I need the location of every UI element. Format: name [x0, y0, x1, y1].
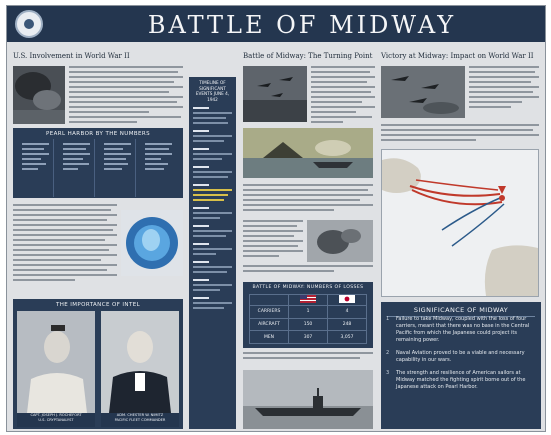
- globe-graphic: [121, 210, 183, 276]
- right-intro-text: [469, 66, 539, 118]
- battle-map-graphic: [382, 150, 538, 296]
- middle-intro-text: [311, 66, 375, 126]
- middle-body-text: [243, 184, 373, 218]
- middle-side-text: [243, 220, 303, 264]
- significance-text: The strength and resilience of American …: [396, 370, 526, 390]
- bullet-icon: 1: [386, 316, 390, 322]
- nimitz-caption: ADM. CHESTER W. NIMITZ PACIFIC FLEET COM…: [101, 413, 179, 427]
- left-column-title: U.S. Involvement in World War II: [13, 52, 130, 60]
- significance-heading: SIGNIFICANCE OF MIDWAY: [413, 306, 509, 314]
- intel-panel: THE IMPORTANCE OF INTEL CAPT. JOSEPH J. …: [13, 299, 183, 429]
- right-column-title: Victory at Midway: Impact on World War I…: [381, 52, 534, 60]
- right-body-text: [381, 124, 539, 146]
- row-label: AIRCRAFT: [249, 317, 289, 332]
- smoke-photo-graphic: [13, 66, 65, 124]
- poster-header: BATTLE OF MIDWAY: [7, 6, 545, 42]
- japan-value: 248: [327, 317, 367, 332]
- pearl-harbor-stats-panel: PEARL HARBOR BY THE NUMBERS: [13, 128, 183, 198]
- bullet-icon: 2: [386, 350, 390, 356]
- left-intro-text: [69, 66, 183, 124]
- navy-seal-icon: [15, 10, 43, 38]
- significance-text: Failure to take Midway, coupled with the…: [396, 316, 530, 343]
- painting-photo: [243, 128, 373, 178]
- stats-grid: [17, 139, 179, 197]
- losses-heading: BATTLE OF MIDWAY: NUMBERS OF LOSSES: [252, 285, 364, 290]
- flag-row: [249, 294, 367, 306]
- japan-value: 3,057: [327, 330, 367, 344]
- row-label: CARRIERS: [249, 305, 289, 319]
- stat-column: [17, 139, 54, 197]
- significance-panel: SIGNIFICANCE OF MIDWAY: [381, 302, 541, 429]
- stat-column: [58, 139, 95, 197]
- significance-divider: [387, 316, 535, 317]
- timeline-panel: TIMELINE OF SIGNIFICANT EVENTS JUNE 4, 1…: [189, 77, 236, 429]
- us-flag-icon: [300, 295, 316, 303]
- us-value: 1: [288, 305, 328, 319]
- midway-poster: BATTLE OF MIDWAY U.S. Involvement in Wor…: [6, 5, 546, 432]
- nimitz-photo: [101, 311, 179, 413]
- middle-footer-text: [243, 352, 373, 366]
- stat-column: [140, 139, 177, 197]
- timeline-heading: TIMELINE OF SIGNIFICANT EVENTS JUNE 4, 1…: [195, 80, 230, 102]
- us-value: 150: [288, 317, 328, 332]
- pacific-map: [381, 149, 539, 297]
- pearl-harbor-photo: [13, 66, 65, 124]
- left-body-text: [13, 204, 117, 294]
- aircraft-photo: [243, 66, 307, 122]
- japan-value: 4: [327, 305, 367, 319]
- japan-flag-cell: [327, 294, 367, 306]
- smoke-photo: [307, 220, 373, 262]
- intel-heading: THE IMPORTANCE OF INTEL: [55, 302, 141, 308]
- portrait-graphic: [17, 311, 95, 413]
- middle-column-title: Battle of Midway: The Turning Point: [243, 52, 373, 60]
- battle-smoke-graphic: [307, 220, 373, 262]
- japan-flag-icon: [339, 295, 355, 303]
- bombers-graphic: [381, 66, 465, 118]
- aircraft-carrier-graphic: [243, 370, 373, 429]
- stats-heading: PEARL HARBOR BY THE NUMBERS: [45, 131, 151, 137]
- rochefort-caption: CAPT. JOSEPH J. ROCHEFORT U.S. CRYPTANAL…: [17, 413, 95, 427]
- middle-caption-text: [243, 265, 373, 277]
- rochefort-photo: [17, 311, 95, 413]
- naval-painting-graphic: [243, 128, 373, 178]
- carrier-photo: [243, 370, 373, 429]
- portrait-graphic: [101, 311, 179, 413]
- significance-list: 1 Failure to take Midway, coupled with th…: [386, 316, 538, 397]
- us-value: 307: [288, 330, 328, 344]
- poster-title: BATTLE OF MIDWAY: [147, 11, 457, 39]
- bullet-icon: 3: [386, 370, 390, 376]
- us-flag-cell: [288, 294, 328, 306]
- bomber-photo: [381, 66, 465, 118]
- significance-item: 2 Naval Aviation proved to be a viable an…: [386, 350, 538, 364]
- japan-map-graphic: [121, 210, 183, 276]
- stat-column: [99, 139, 136, 197]
- planes-graphic: [243, 66, 307, 122]
- row-label: MEN: [249, 330, 289, 344]
- timeline-entries: [193, 107, 232, 427]
- significance-item: 1 Failure to take Midway, coupled with th…: [386, 316, 538, 344]
- significance-item: 3 The strength and resilience of American…: [386, 370, 538, 391]
- losses-panel: BATTLE OF MIDWAY: NUMBERS OF LOSSES CARR…: [243, 282, 373, 348]
- significance-text: Naval Aviation proved to be a viable and…: [396, 350, 525, 363]
